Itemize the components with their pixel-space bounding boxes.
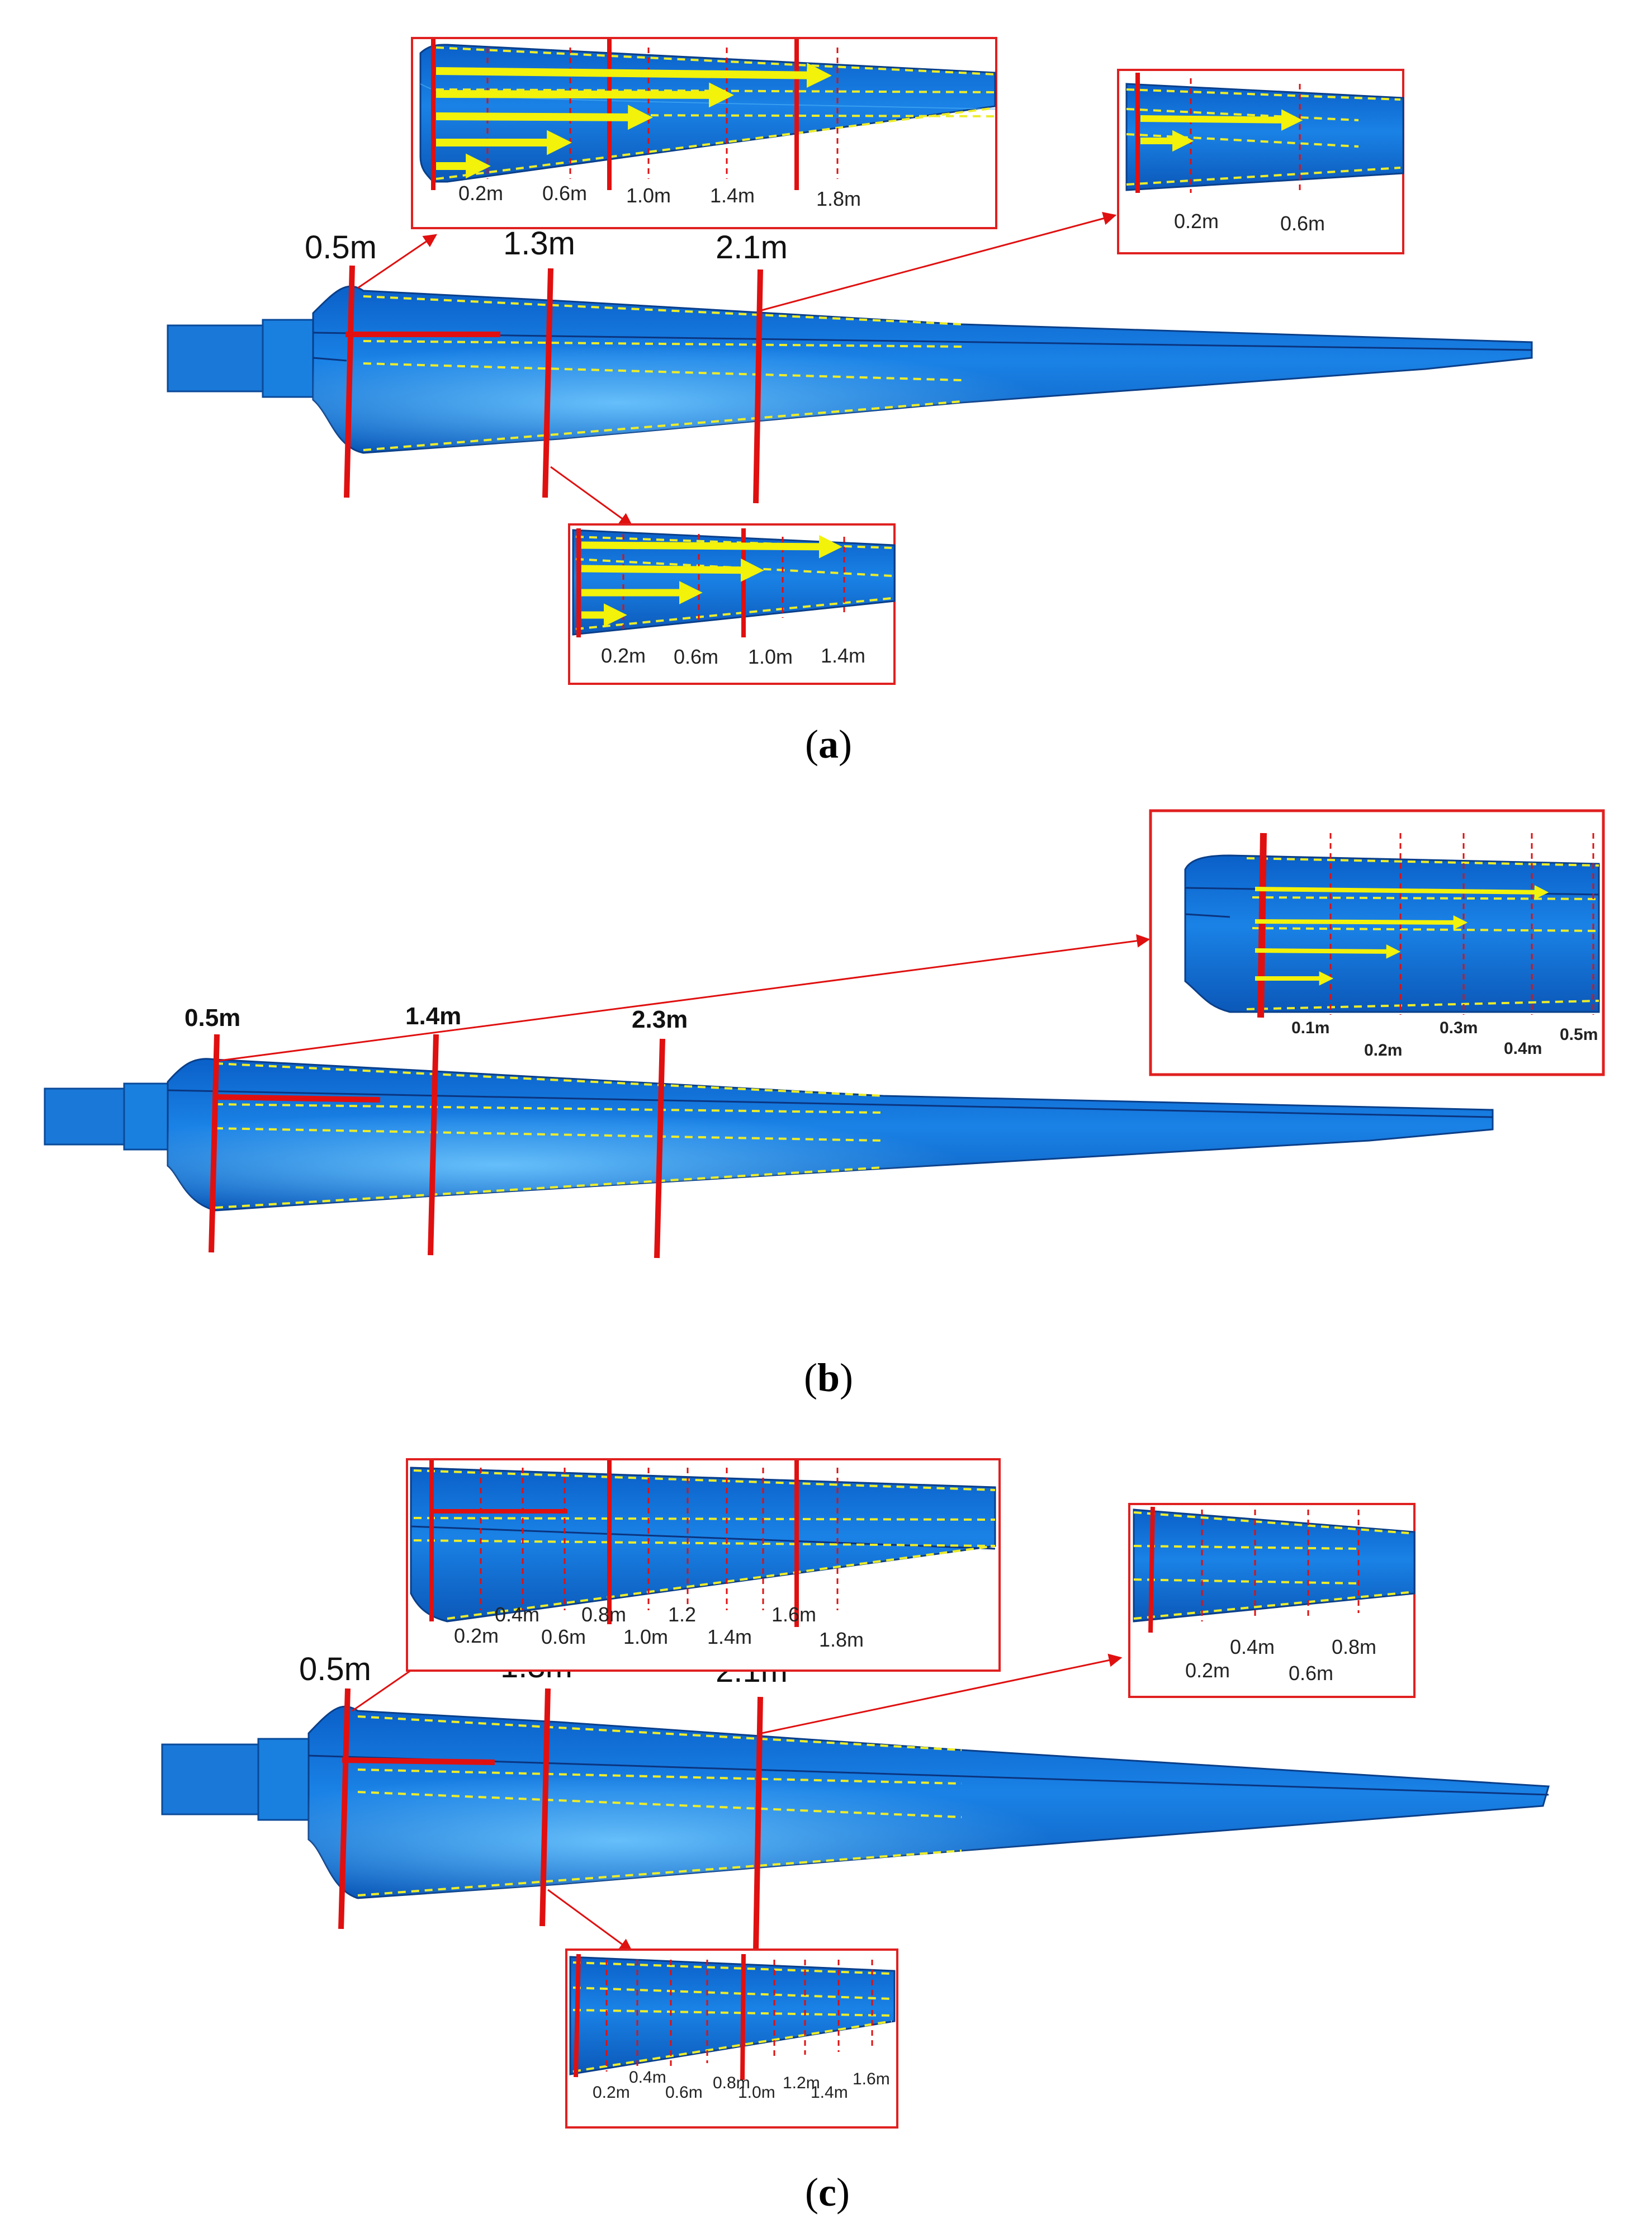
inset-c-top-label-lower-1: 0.2m [454, 1624, 499, 1647]
inset-c-right-label-upper-1: 0.4m [1230, 1635, 1275, 1658]
inset-c-right-label-lower-1: 0.2m [1185, 1659, 1230, 1682]
section-label-a-3: 2.1m [716, 229, 788, 266]
inset-a-top-label-5: 1.8m [816, 187, 861, 210]
section-line-b-3 [654, 1038, 665, 1259]
section-label-b-1: 0.5m [184, 1004, 240, 1032]
inset-c-bottom-label-lower-1: 0.2m [593, 2083, 630, 2102]
section-line-a-3 [753, 269, 763, 504]
inset-c-bottom-label-upper-4: 1.6m [853, 2070, 890, 2088]
section-label-b-3: 2.3m [632, 1006, 688, 1033]
inset-a-bottom-label-3: 1.0m [748, 645, 793, 668]
inset-c-bottom-label-upper-2: 0.8m [713, 2074, 750, 2092]
inset-c-right-label-upper-2: 0.8m [1332, 1635, 1376, 1658]
section-line-c-3 [753, 1696, 763, 1952]
inset-c-top-label-upper-2: 0.8m [581, 1603, 626, 1626]
connector-arrow-b [215, 934, 1151, 1062]
inset-a-top-label-4: 1.4m [710, 184, 755, 207]
inset-a-right: 0.2m 0.6m [1117, 69, 1404, 254]
caption-c: (c) [805, 2170, 850, 2215]
inset-b-label-4: 0.4m [1504, 1039, 1542, 1058]
inset-c-bottom-label-upper-1: 0.4m [629, 2068, 666, 2087]
inset-b-label-3: 0.3m [1440, 1019, 1478, 1037]
section-label-a-1: 0.5m [305, 229, 377, 266]
section-line-a-2 [542, 268, 553, 498]
inset-b: 0.1m 0.2m 0.3m 0.4m 0.5m [1149, 809, 1605, 1076]
connector-arrow-c-right [761, 1653, 1123, 1734]
inset-c-top-label-lower-5: 1.8m [819, 1628, 864, 1651]
inset-c-top-label-upper-4: 1.6m [771, 1603, 816, 1626]
inset-a-bottom-label-2: 0.6m [674, 645, 718, 668]
blade-c [161, 1705, 1550, 1899]
inset-a-right-label-1: 0.2m [1174, 210, 1219, 233]
inset-a-bottom-label-1: 0.2m [601, 644, 646, 667]
inset-a-top-label-2: 0.6m [542, 182, 587, 205]
section-line-a-1 [344, 265, 355, 498]
connector-arrow-a-bottom [550, 466, 633, 527]
inset-a-bottom: 0.2m 0.6m 1.0m 1.4m [568, 523, 896, 685]
inset-b-label-5: 0.5m [1560, 1025, 1598, 1044]
connector-arrow-a-top [357, 234, 437, 289]
inset-a-top-label-1: 0.2m [458, 182, 503, 205]
section-line-c-1 [338, 1688, 351, 1929]
inset-c-bottom-label-lower-2: 0.6m [665, 2083, 703, 2102]
connector-arrow-a-right [761, 212, 1117, 311]
panel-a: 0.5m 1.3m 2.1m [167, 37, 1533, 767]
inset-c-bottom: 0.4m 0.8m 1.2m 1.6m 0.2m 0.6m 1.0m 1.4m [565, 1948, 898, 2129]
inset-a-top: 0.2m 0.6m 1.0m 1.4m 1.8m [411, 37, 997, 229]
inset-c-bottom-label-upper-3: 1.2m [783, 2074, 820, 2092]
inset-a-bottom-label-4: 1.4m [821, 644, 865, 667]
section-label-c-1: 0.5m [299, 1651, 371, 1687]
inset-c-top-label-lower-3: 1.0m [623, 1625, 668, 1648]
inset-c-bottom-label-lower-3: 1.0m [738, 2083, 775, 2102]
section-line-c-2 [539, 1688, 551, 1927]
inset-c-right-label-lower-2: 0.6m [1289, 1662, 1333, 1685]
blade-b [44, 1058, 1494, 1212]
inset-b-label-1: 0.1m [1291, 1019, 1329, 1037]
panel-b: 0.5m 1.4m 2.3m 0.1m 0.2m 0.3m [44, 809, 1605, 1400]
section-label-b-2: 1.4m [405, 1002, 461, 1030]
inset-c-top-label-lower-4: 1.4m [707, 1625, 752, 1648]
connector-arrow-c-bottom [547, 1889, 633, 1952]
inset-c-top-label-lower-2: 0.6m [541, 1625, 586, 1648]
inset-c-right: 0.4m 0.8m 0.2m 0.6m [1128, 1503, 1416, 1698]
caption-a: (a) [805, 722, 852, 767]
section-line-b-1 [209, 1034, 220, 1253]
section-line-b-2 [428, 1034, 439, 1256]
inset-c-top: 0.4m 0.8m 1.2 1.6m 0.2m 0.6m 1.0m 1.4m 1… [406, 1458, 1001, 1672]
inset-a-top-label-3: 1.0m [626, 184, 671, 207]
inset-c-top-label-upper-1: 0.4m [495, 1603, 539, 1626]
inset-c-bottom-label-lower-4: 1.4m [811, 2083, 848, 2102]
inset-b-label-2: 0.2m [1364, 1041, 1402, 1060]
blade-a [167, 285, 1533, 454]
caption-b: (b) [804, 1355, 853, 1400]
panel-c: 0.5m 1.3m 2.1m 0.4m [161, 1458, 1550, 2215]
section-label-a-2: 1.3m [503, 225, 575, 262]
inset-a-right-label-2: 0.6m [1280, 212, 1325, 235]
inset-c-top-label-upper-3: 1.2 [668, 1603, 696, 1626]
